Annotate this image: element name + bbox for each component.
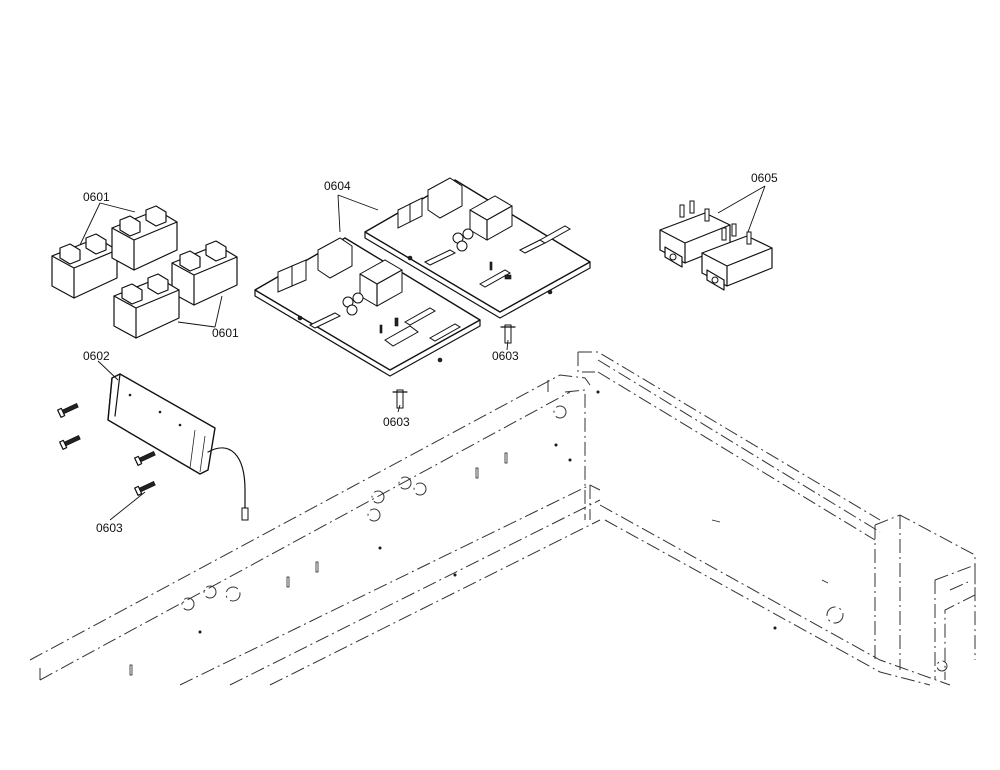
standoff-center (392, 389, 408, 409)
screw-3 (134, 451, 156, 466)
transformer-group (659, 200, 773, 291)
transformer-2 (701, 223, 773, 291)
callout-0603-right: 0603 (492, 349, 519, 363)
standoff-screws (57, 324, 516, 496)
leader-lines (79, 185, 766, 521)
callout-0602: 0602 (83, 349, 110, 363)
control-board-front (254, 237, 481, 377)
screw-1 (57, 403, 79, 418)
screw-4 (134, 481, 156, 496)
callout-0605: 0605 (751, 171, 778, 185)
relay-block-3 (171, 240, 238, 306)
relay-block-1 (51, 233, 118, 299)
relay-block-2 (111, 205, 178, 271)
relay-block-4 (113, 273, 180, 339)
callout-0604: 0604 (324, 179, 351, 193)
callout-0601-top: 0601 (83, 190, 110, 204)
relay-block-group (51, 205, 238, 339)
chassis-frame (29, 351, 976, 686)
callout-0603-left: 0603 (96, 521, 123, 535)
display-board (107, 373, 249, 521)
callout-0601-bottom: 0601 (212, 326, 239, 340)
callout-0603-center: 0603 (383, 415, 410, 429)
screw-2 (59, 435, 81, 450)
control-board-back (364, 177, 591, 319)
